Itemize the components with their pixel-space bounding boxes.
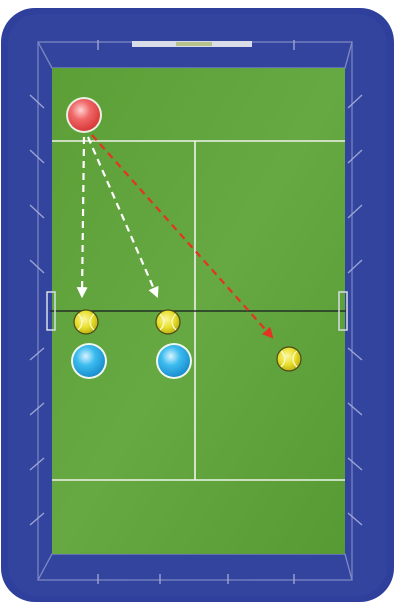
tennis-ball-icon [74, 310, 98, 334]
blue-player-icon [156, 343, 192, 379]
tennis-ball-icon [277, 347, 301, 371]
red-player-icon [66, 97, 102, 133]
blue-player-icon [71, 343, 107, 379]
scoreboard-detail [176, 42, 212, 46]
tennis-ball-icon [156, 310, 180, 334]
